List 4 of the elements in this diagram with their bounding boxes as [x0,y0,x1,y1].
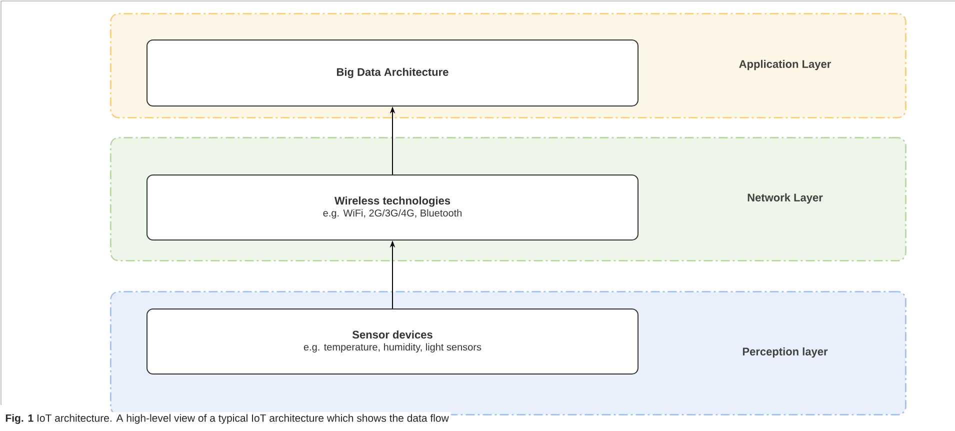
process-box: Big Data Architecture [146,40,638,106]
process-box: Sensor devices e.g. temperature, humidity, light sensors [146,308,638,374]
caption: Fig. 1 IoT architecture. A high-level view of a typical IoT architecture which shows the data flow [3,412,451,426]
process-box: Wireless technologies e.g. WiFi, 2G/3G/4G, Bluetooth [146,174,638,240]
